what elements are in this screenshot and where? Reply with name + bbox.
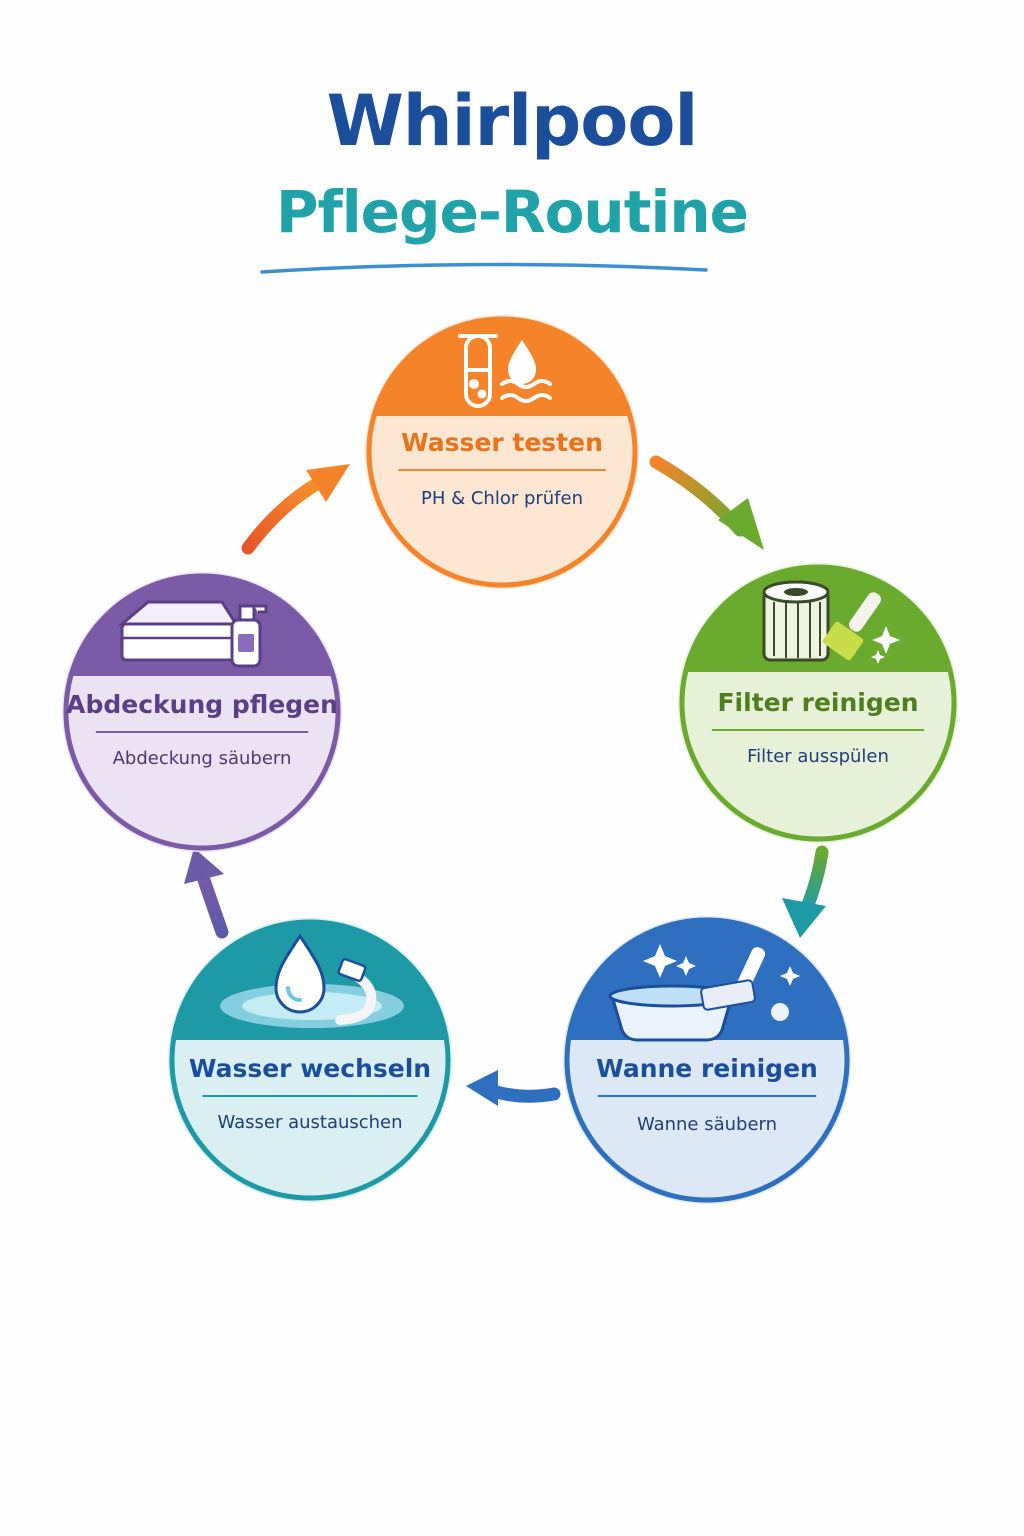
step-label-2: Filter reinigen xyxy=(717,688,919,717)
step-border xyxy=(169,919,451,1201)
cycle-arrow-3 xyxy=(466,1070,561,1106)
step-border xyxy=(63,573,341,851)
step-description-5: Abdeckung säubern xyxy=(112,748,292,769)
test-tube-water-drop-icon xyxy=(458,334,552,408)
step-description-1: PH & Chlor prüfen xyxy=(420,488,584,509)
step-description-2: Filter ausspülen xyxy=(747,746,889,767)
step-label-5: Abdeckung pflegen xyxy=(66,690,338,719)
tub-brush-sparkle-icon xyxy=(608,944,800,1042)
water-drop-hose-icon xyxy=(220,933,404,1028)
step-circle-1 xyxy=(365,315,639,589)
spa-cover-spray-bottle-icon xyxy=(117,600,268,668)
step-description-3: Wanne säubern xyxy=(636,1114,778,1135)
cycle-arrow-2 xyxy=(782,845,829,938)
step-border xyxy=(366,316,638,588)
step-label-4: Wasser wechseln xyxy=(188,1054,432,1083)
filter-cartridge-brush-icon xyxy=(762,580,900,664)
step-border xyxy=(564,917,850,1203)
diagram-subtitle: Pflege-Routine xyxy=(276,178,749,246)
diagram-title: Whirlpool xyxy=(326,80,699,162)
step-border xyxy=(679,564,957,842)
cycle-arrow-4 xyxy=(184,848,229,939)
cycle-arrow-1 xyxy=(649,455,764,550)
step-description-4: Wasser austauschen xyxy=(217,1112,403,1133)
step-label-3: Wanne reinigen xyxy=(596,1054,818,1083)
title-underline xyxy=(260,262,708,274)
step-label-1: Wasser testen xyxy=(401,428,603,457)
cycle-arrow-5 xyxy=(241,464,350,555)
